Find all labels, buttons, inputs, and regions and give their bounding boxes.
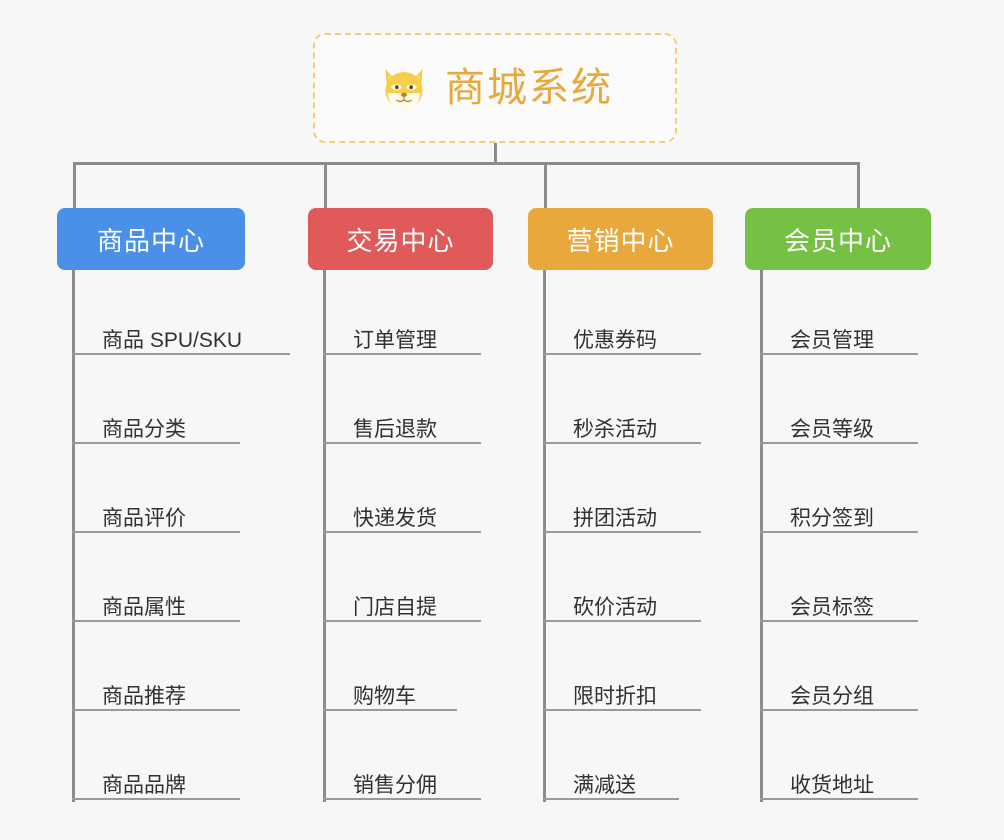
leaf-underline xyxy=(543,620,701,622)
leaf-item-label: 会员分组 xyxy=(790,685,874,708)
leaf-underline xyxy=(323,353,481,355)
branch-header[interactable]: 营销中心 xyxy=(528,208,713,270)
leaf-item-label: 购物车 xyxy=(353,685,416,708)
leaf-item-label: 满减送 xyxy=(573,774,636,797)
leaf-item-label: 商品分类 xyxy=(102,418,186,441)
leaf-underline xyxy=(543,353,701,355)
shiba-dog-face-icon xyxy=(377,61,431,115)
connector-horizontal-bus xyxy=(73,162,860,165)
leaf-item-label: 拼团活动 xyxy=(573,507,657,530)
leaf-underline xyxy=(760,620,918,622)
leaf-item-label: 收货地址 xyxy=(790,774,874,797)
connector-drop-1 xyxy=(73,162,76,208)
leaf-item-label: 积分签到 xyxy=(790,507,874,530)
connector-root-stem xyxy=(494,143,497,164)
leaf-item-label: 订单管理 xyxy=(353,329,437,352)
leaf-item-label: 商品品牌 xyxy=(102,774,186,797)
leaf-underline xyxy=(72,709,240,711)
leaf-item-label: 限时折扣 xyxy=(573,685,657,708)
leaf-item-label: 优惠券码 xyxy=(573,329,657,352)
leaf-underline xyxy=(323,531,481,533)
leaf-item-label: 砍价活动 xyxy=(573,596,657,619)
leaf-underline xyxy=(323,442,481,444)
leaf-item-label: 商品评价 xyxy=(102,507,186,530)
leaf-underline xyxy=(543,709,701,711)
leaf-item-label: 会员管理 xyxy=(790,329,874,352)
leaf-underline xyxy=(760,531,918,533)
branch-header[interactable]: 商品中心 xyxy=(57,208,245,270)
leaf-item-label: 商品 SPU/SKU xyxy=(102,329,243,352)
root-node[interactable]: 商城系统 xyxy=(313,33,677,143)
branch-trunk-line xyxy=(760,270,763,802)
branch-header[interactable]: 会员中心 xyxy=(745,208,931,270)
leaf-underline xyxy=(760,442,918,444)
leaf-item-label: 商品属性 xyxy=(102,596,186,619)
leaf-item-label: 商品推荐 xyxy=(102,685,186,708)
leaf-underline xyxy=(760,798,918,800)
leaf-item-label: 销售分佣 xyxy=(353,774,437,797)
leaf-underline xyxy=(543,442,701,444)
leaf-underline xyxy=(72,620,240,622)
leaf-underline xyxy=(72,353,290,355)
connector-drop-3 xyxy=(544,162,547,208)
branch-trunk-line xyxy=(543,270,546,802)
branch-trunk-line xyxy=(323,270,326,802)
root-title: 商城系统 xyxy=(445,66,613,110)
leaf-underline xyxy=(760,353,918,355)
connector-drop-4 xyxy=(857,162,860,208)
leaf-underline xyxy=(760,709,918,711)
leaf-item-label: 售后退款 xyxy=(353,418,437,441)
leaf-underline xyxy=(323,620,481,622)
leaf-item-label: 会员标签 xyxy=(790,596,874,619)
connector-drop-2 xyxy=(324,162,327,208)
leaf-underline xyxy=(543,531,701,533)
leaf-item-label: 会员等级 xyxy=(790,418,874,441)
leaf-item-label: 秒杀活动 xyxy=(573,418,657,441)
leaf-item-label: 快递发货 xyxy=(353,507,437,530)
leaf-underline xyxy=(543,798,679,800)
leaf-underline xyxy=(72,531,240,533)
branch-trunk-line xyxy=(72,270,75,802)
leaf-underline xyxy=(323,709,457,711)
branch-header[interactable]: 交易中心 xyxy=(308,208,493,270)
leaf-underline xyxy=(72,798,240,800)
leaf-underline xyxy=(72,442,240,444)
leaf-underline xyxy=(323,798,481,800)
leaf-item-label: 门店自提 xyxy=(353,596,437,619)
